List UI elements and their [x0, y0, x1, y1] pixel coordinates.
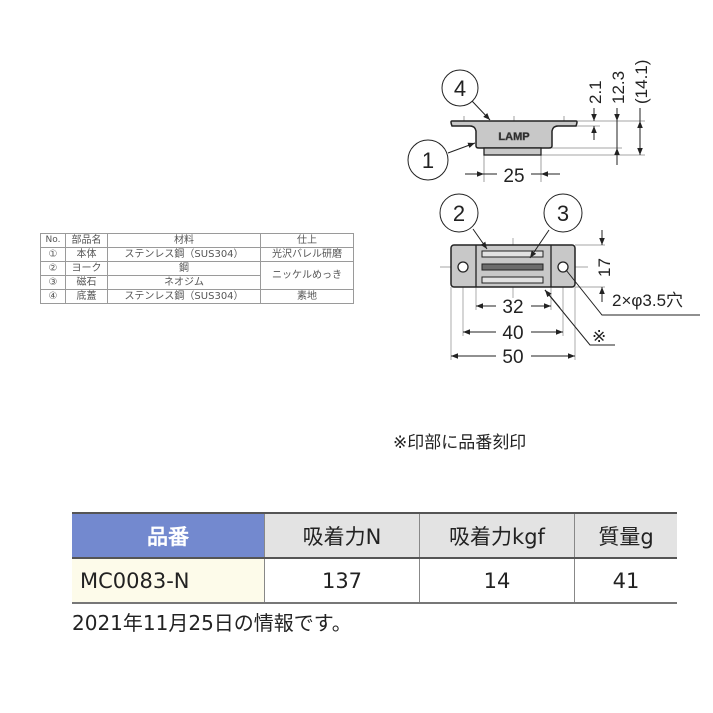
lamp-logo: LAMP — [498, 131, 529, 143]
header-mass: 質量g — [574, 512, 677, 559]
parts-header-row: No. 部品名 材料 仕上 — [40, 233, 354, 248]
top-view: 2 3 17 2×φ3.5穴 ※ 32 40 50 — [439, 193, 700, 368]
parts-row: ② ヨーク 鋼 ニッケルめっき — [40, 261, 354, 290]
spec-row: MC0083-N 137 14 41 — [72, 558, 677, 604]
spec-table: 品番 吸着力N 吸着力kgf 質量g MC0083-N 137 14 41 — [72, 512, 677, 604]
dim-40: 40 — [502, 323, 523, 344]
part-finish: 素地 — [260, 289, 354, 304]
callout-1: 1 — [422, 148, 434, 173]
dim-12-3: 12.3 — [609, 71, 628, 104]
callout-circle — [543, 193, 583, 233]
dim-50: 50 — [502, 347, 523, 368]
dim-25: 25 — [503, 166, 524, 187]
mount-hole — [557, 261, 569, 273]
callout-4: 4 — [454, 76, 466, 101]
mark-symbol: ※ — [592, 327, 606, 346]
header-part-number: 品番 — [72, 512, 265, 559]
dim-2-1: 2.1 — [586, 80, 605, 104]
parts-row: ④ 底蓋 ステンレス鋼（SUS304） 素地 — [40, 289, 354, 304]
part-name: 底蓋 — [65, 289, 108, 304]
mount-hole — [457, 261, 469, 273]
header-force-kgf: 吸着力kgf — [419, 512, 575, 559]
side-view: LAMP 4 1 25 2.1 12.3 (14.1) — [407, 60, 651, 187]
force-kgf: 14 — [419, 558, 575, 604]
callout-circle — [407, 139, 449, 181]
dim-14-1: (14.1) — [632, 60, 651, 104]
callout-2: 2 — [453, 201, 465, 226]
parts-row: ③ 磁石 ネオジム — [40, 275, 354, 290]
callout-3: 3 — [557, 201, 569, 226]
callout-circle — [439, 193, 479, 233]
date-note: 2021年11月25日の情報です。 — [72, 611, 352, 635]
mass-g: 41 — [574, 558, 677, 604]
part-material: ステンレス鋼（SUS304） — [107, 289, 261, 304]
mark-note: ※印部に品番刻印 — [393, 433, 527, 453]
dim-17: 17 — [595, 258, 614, 277]
callout-circle — [441, 69, 479, 107]
dim-32: 32 — [502, 297, 523, 318]
part-number: MC0083-N — [72, 558, 265, 604]
header-force-n: 吸着力N — [264, 512, 420, 559]
parts-table: No. 部品名 材料 仕上 ① 本体 ステンレス鋼（SUS304） 光沢バレル研… — [40, 233, 354, 304]
part-finish: ニッケルめっき — [260, 261, 354, 290]
holes-label: 2×φ3.5穴 — [612, 291, 683, 310]
spec-header-row: 品番 吸着力N 吸着力kgf 質量g — [72, 512, 677, 559]
force-n: 137 — [264, 558, 420, 604]
